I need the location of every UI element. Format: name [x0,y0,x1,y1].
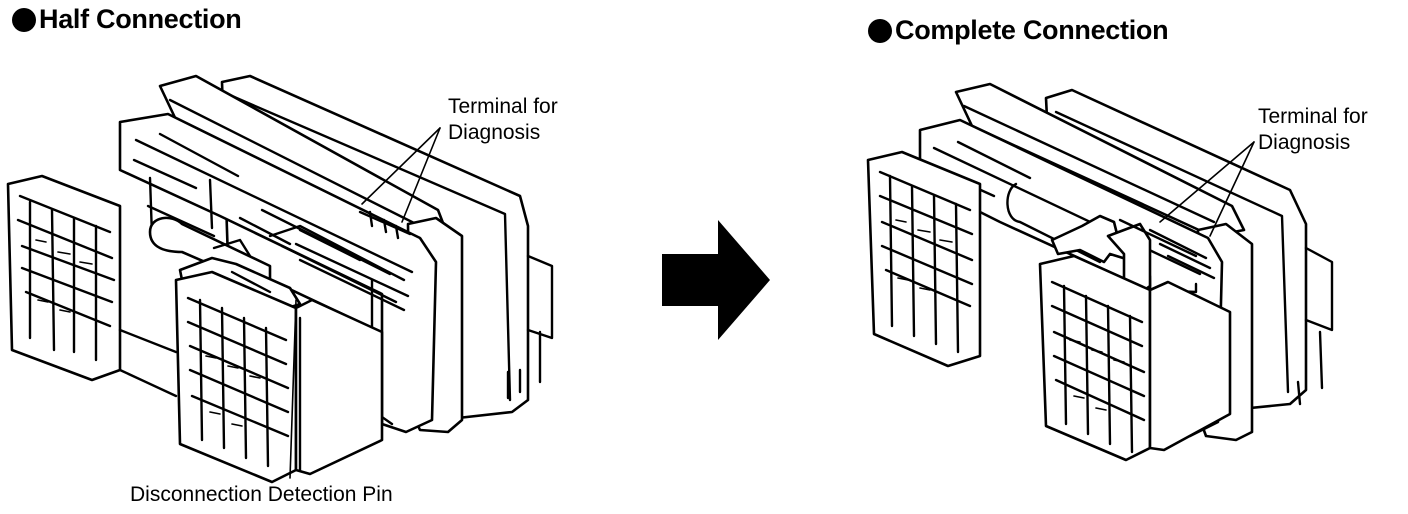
complete-terminal-label: Terminal for Diagnosis [1258,104,1368,156]
rear-pins [506,254,554,400]
rear-pins [1296,246,1334,406]
front-side-panel [1148,280,1232,452]
complete-terminal-callout-lines [1159,141,1255,237]
diagnosis-terminals [1118,218,1216,294]
half-connection-connector [6,74,554,484]
half-terminal-label: Terminal for Diagnosis [448,94,558,146]
diagnosis-terminals [268,210,412,312]
detection-pin-callout-line [289,299,297,479]
bullet-icon [12,7,36,32]
left-front-face [866,150,982,368]
complete-connection-title-text: Complete Connection [895,15,1169,45]
half-connection-title: Half Connection [12,4,242,35]
front-side-panel [294,298,384,476]
bullet-icon [868,18,892,43]
half-terminal-callout-lines [361,127,441,223]
complete-terminal-label-line1: Terminal for [1258,105,1368,128]
half-connection-title-text: Half Connection [39,4,242,34]
main-body [118,112,438,434]
complete-terminal-label-line2: Diagnosis [1258,131,1351,154]
half-terminal-label-line2: Diagnosis [448,121,541,144]
complete-connection-title: Complete Connection [868,15,1169,46]
detection-pin-label: Disconnection Detection Pin [130,483,393,506]
half-terminal-label-line1: Terminal for [448,95,558,118]
right-front-face [174,270,298,484]
left-front-face [6,174,122,382]
right-arrow-icon [662,220,770,340]
